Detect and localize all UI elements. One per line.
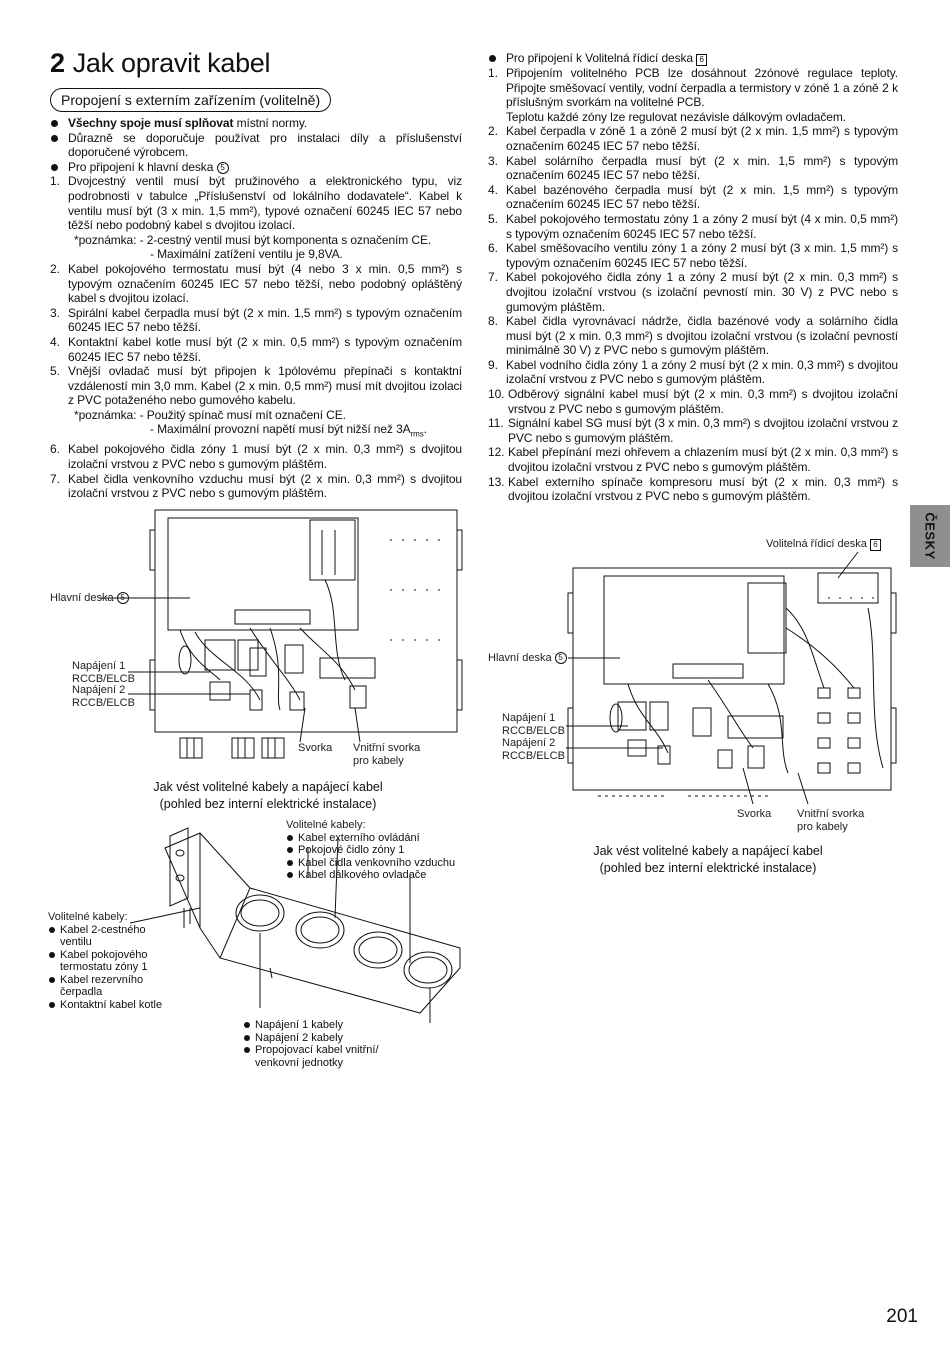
bullet-optional-board: Pro připojení k Volitelná řídicí deska 6 [488, 51, 898, 66]
list-item: 8.Kabel čidla vyrovnávací nádrže, čidla … [488, 314, 898, 358]
wiring-diagram-left [100, 509, 463, 759]
label-terminal: Svorka [298, 742, 333, 754]
list-item: 9.Kabel vodního čidla zóny 1 a zóny 2 mu… [488, 357, 898, 387]
list-item: 1.Připojením volitelného PCB lze dosáhno… [488, 66, 898, 110]
caption-left-diagram: Jak vést volitelné kabely a napájecí kab… [153, 780, 383, 811]
list-item: 6.Kabel směšovacího ventilu zóny 1 a zón… [488, 241, 898, 270]
section-number: 2 [50, 48, 65, 78]
list-item: 3.Spirální kabel čerpadla musí být (2 x … [50, 305, 462, 335]
list-item: 7.Kabel pokojového čidla zóny 1 a zóny 2… [488, 270, 898, 314]
language-tab: ČESKY [910, 505, 950, 567]
cable-entry-diagram [129, 827, 461, 1023]
note-valve-load: - Maximální zatížení ventilu je 9,8VA. [150, 247, 343, 262]
left-optional-cables: Volitelné kabely: Kabel 2-cestného venti… [48, 911, 178, 1011]
list-item: 4.Kabel bazénového čerpadla musí být (2 … [488, 182, 898, 212]
list-item: 11.Signální kabel SG musí být (3 x min. … [488, 416, 898, 445]
bottom-power-cables: Napájení 1 kabely Napájení 2 kabely Prop… [243, 1019, 413, 1069]
list-item: 1.Dvojcestný ventil musí být pružinového… [50, 174, 462, 233]
bullet-main-board: Pro připojení k hlavní deska 5 [50, 160, 462, 175]
bullet-recommended: Důrazně se doporučuje používat pro insta… [50, 131, 462, 160]
right-text-column: Pro připojení k Volitelná řídicí deska 6… [488, 51, 898, 504]
page-number: 201 [886, 1306, 918, 1327]
list-item: 5.Kabel pokojového termostatu zóny 1 a z… [488, 211, 898, 241]
label-optional-board: Volitelná řídicí deska 6 [766, 538, 881, 551]
list-item: 10.Odběrový signální kabel musí být (2 x… [488, 387, 898, 416]
subsection-heading: Propojení s externím zařízením (voliteln… [50, 88, 332, 112]
list-item: 3.Kabel solárního čerpadla musí být (2 x… [488, 153, 898, 183]
note-switch-ce: *poznámka: - Použitý spínač musí mít ozn… [74, 407, 346, 422]
section-title: Jak opravit kabel [72, 48, 271, 78]
label-main-board: Hlavní deska 5 [488, 652, 567, 665]
list-item: 5.Vnější ovladač musí být připojen k 1pó… [50, 364, 462, 408]
note-valve-ce: *poznámka: - 2-cestný ventil musí být ko… [74, 232, 432, 247]
note-switch-voltage: - Maximální provozní napětí musí být niž… [150, 422, 427, 439]
top-optional-cables: Volitelné kabely: Kabel externího ovládá… [286, 819, 476, 882]
label-terminal: Svorka [737, 808, 772, 820]
list-item: 2.Kabel pokojového termostatu musí být (… [50, 261, 462, 306]
list-item: 6.Kabel pokojového čidla zóny 1 musí být… [50, 442, 462, 472]
list-item: 7.Kabel čidla venkovního vzduchu musí bý… [50, 471, 462, 501]
left-text-column: Všechny spoje musí splňovat místní normy… [50, 116, 462, 501]
list-item: 2.Kabel čerpadla v zóně 1 a zóně 2 musí … [488, 124, 898, 153]
caption-right-diagram: Jak vést volitelné kabely a napájecí kab… [593, 844, 823, 875]
list-item: 4.Kontaktní kabel kotle musí být (2 x mi… [50, 334, 462, 364]
wiring-diagram-right [566, 551, 897, 805]
list-item: 13.Kabel externího spínače kompresoru mu… [488, 474, 898, 504]
label-main-board: Hlavní deska 5 [50, 592, 129, 605]
list-item: 12.Kabel přepínání mezi ohřevem a chlaze… [488, 445, 898, 475]
bullet-standards: Všechny spoje musí splňovat místní normy… [50, 116, 462, 131]
list-item-continuation: Teplotu každé zóny lze regulovat nezávis… [506, 109, 846, 124]
